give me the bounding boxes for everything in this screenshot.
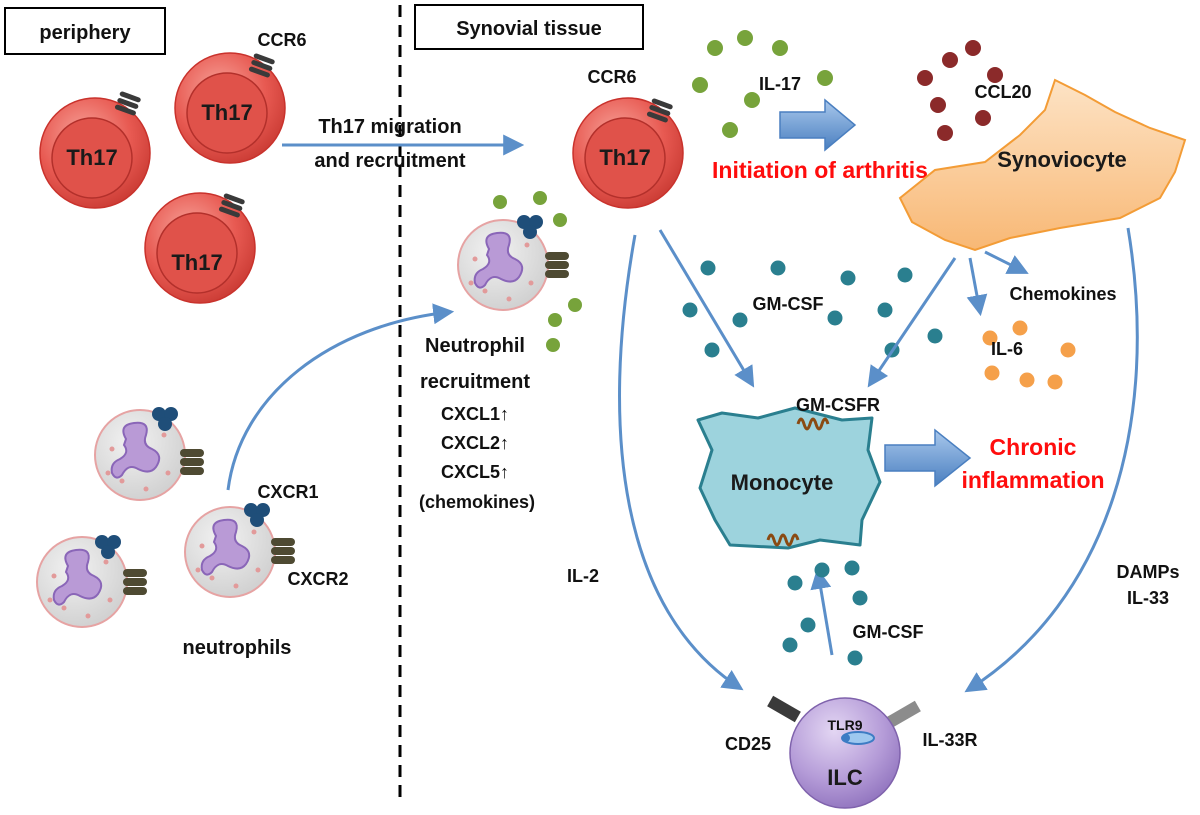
ccr6-label-synovial: CCR6 — [587, 67, 636, 87]
il-2-label: IL-2 — [567, 566, 599, 586]
synoviocyte-to-il6-arrow — [966, 257, 988, 317]
damps-il-33-arrow — [964, 227, 1139, 693]
cd25-receptor-icon — [767, 695, 801, 723]
chronic-label-line1: Chronic — [990, 434, 1077, 460]
gm-csf-label-lower: GM-CSF — [853, 622, 924, 642]
il-33r-label: IL-33R — [922, 730, 977, 750]
synoviocyte-cell: Synoviocyte — [898, 78, 1187, 252]
th17-label: Th17 — [66, 145, 117, 170]
neutrophil-recruitment-line2: recruitment — [420, 371, 530, 393]
th17-to-monocyte-arrow — [658, 229, 755, 388]
initiation-arrow-icon — [779, 98, 857, 152]
chronic-label-line2: inflammation — [961, 467, 1104, 493]
il-33-label: IL-33 — [1127, 588, 1169, 608]
ccl20-particles — [917, 40, 1003, 141]
il-6-label: IL-6 — [991, 339, 1023, 359]
migration-label-line1: Th17 migration — [318, 116, 461, 138]
il-17-particles — [493, 191, 582, 352]
tlr9-label: TLR9 — [828, 717, 863, 733]
cxcl2-label: CXCL2↑ — [441, 433, 509, 453]
th17-label: Th17 — [171, 250, 222, 275]
il-17-label: IL-17 — [759, 74, 801, 94]
neutrophil-recruitment-arrow — [226, 303, 455, 491]
migration-label-line2: and recruitment — [314, 150, 465, 172]
monocyte-label: Monocyte — [731, 470, 834, 495]
cxcr2-receptor-icon — [271, 538, 295, 564]
periphery-box: periphery — [4, 7, 166, 55]
th17-cell-periphery-1: Th17 — [39, 97, 151, 209]
th17-cell-synovial: Th17 — [572, 97, 684, 209]
il-33r-receptor-icon — [887, 700, 921, 728]
gm-csfr-label: GM-CSFR — [796, 395, 880, 415]
cxcl1-label: CXCL1↑ — [441, 404, 509, 424]
periphery-label: periphery — [39, 22, 131, 44]
il-6-particles — [982, 320, 1076, 390]
cxcr1-label: CXCR1 — [257, 482, 318, 502]
ilc-to-monocyte-arrow — [810, 567, 834, 656]
chemokines-label: Chemokines — [1009, 284, 1116, 304]
synoviocyte-label: Synoviocyte — [997, 147, 1127, 172]
synoviocyte-to-chemokines-arrow — [984, 250, 1029, 274]
cxcr2-receptor-icon — [123, 569, 147, 595]
tlr9-receptor-icon — [841, 731, 875, 745]
damps-label: DAMPs — [1116, 562, 1179, 582]
gm-csf-particles-lower — [782, 560, 868, 666]
synovial-tissue-box: Synovial tissue — [414, 4, 644, 50]
cxcr2-receptor-icon — [180, 449, 204, 475]
il-2-arrow — [618, 234, 744, 691]
th17-label: Th17 — [201, 100, 252, 125]
synovial-tissue-label: Synovial tissue — [456, 18, 602, 40]
monocyte-cell: Monocyte — [696, 406, 882, 550]
ccl20-label: CCL20 — [974, 82, 1031, 102]
chemokines-paren-label: (chemokines) — [419, 492, 535, 512]
cxcr2-receptor-icon — [545, 252, 569, 278]
th17-cell-periphery-2: Th17 — [174, 52, 286, 164]
chronic-inflammation-arrow-icon — [884, 428, 972, 488]
neutrophils-label: neutrophils — [183, 637, 292, 659]
cxcr2-label: CXCR2 — [287, 569, 348, 589]
ilc-cell: ILC — [789, 697, 901, 809]
gm-csf-label-upper: GM-CSF — [753, 294, 824, 314]
initiation-of-arthritis-label: Initiation of arthritis — [712, 157, 928, 183]
neutrophil-recruitment-line1: Neutrophil — [425, 335, 525, 357]
th17-label: Th17 — [599, 145, 650, 170]
ilc-label: ILC — [827, 765, 863, 790]
il-17-particles — [692, 30, 833, 138]
cd25-label: CD25 — [725, 734, 771, 754]
th17-cell-periphery-3: Th17 — [144, 192, 256, 304]
cxcl5-label: CXCL5↑ — [441, 462, 509, 482]
synoviocyte-to-monocyte-arrow — [867, 257, 957, 388]
ccr6-label-periphery: CCR6 — [257, 30, 306, 50]
